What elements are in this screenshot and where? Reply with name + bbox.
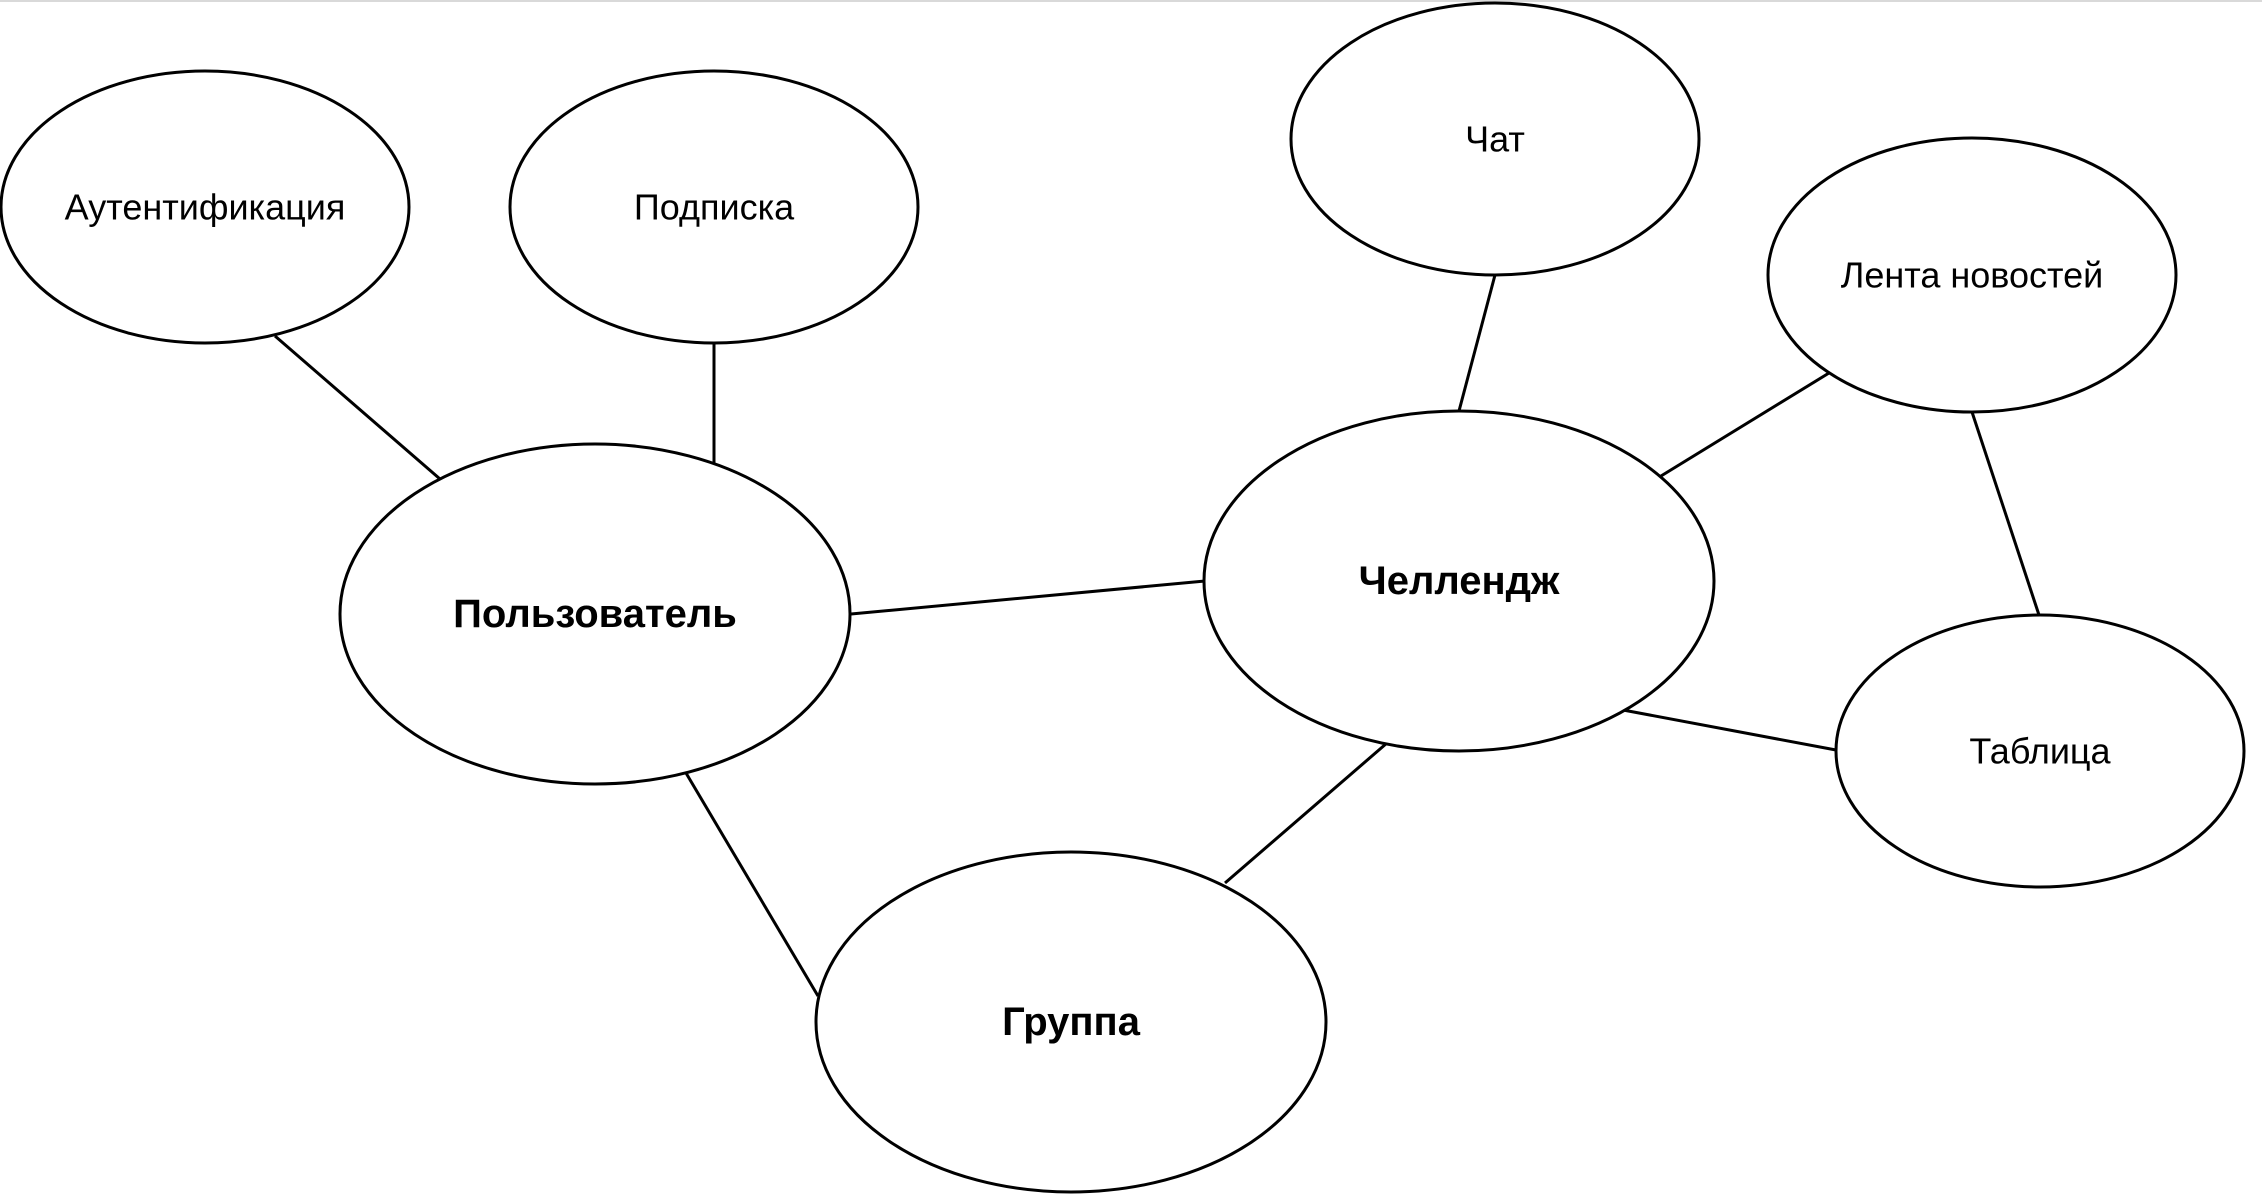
node-user: Пользователь bbox=[338, 442, 852, 786]
node-label: Челлендж bbox=[1359, 559, 1560, 603]
node-label: Чат bbox=[1465, 119, 1525, 160]
node-table: Таблица bbox=[1834, 613, 2246, 889]
edge-challenge-table bbox=[1622, 708, 1837, 752]
node-label: Группа bbox=[1002, 1000, 1141, 1044]
node-label: Подписка bbox=[634, 187, 795, 228]
node-label: Пользователь bbox=[453, 592, 737, 636]
edge-user-group bbox=[684, 772, 820, 997]
node-group: Группа bbox=[814, 850, 1328, 1194]
edge-user-challenge bbox=[850, 579, 1206, 616]
top-divider bbox=[0, 0, 2262, 2]
node-news-feed: Лента новостей bbox=[1766, 136, 2178, 414]
edge-authentication-user bbox=[274, 334, 441, 481]
node-label: Лента новостей bbox=[1841, 255, 2104, 296]
node-challenge: Челлендж bbox=[1202, 409, 1716, 753]
node-subscription: Подписка bbox=[508, 69, 920, 345]
edge-newsfeed-table bbox=[1970, 411, 2041, 616]
node-label: Аутентификация bbox=[65, 187, 346, 228]
edge-newsfeed-challenge bbox=[1660, 371, 1830, 478]
edge-challenge-group bbox=[1224, 741, 1388, 885]
node-chat: Чат bbox=[1289, 1, 1701, 277]
edge-chat-challenge bbox=[1457, 274, 1497, 412]
node-authentication: Аутентификация bbox=[0, 69, 411, 345]
node-label: Таблица bbox=[1969, 731, 2111, 772]
edges bbox=[274, 274, 2041, 997]
